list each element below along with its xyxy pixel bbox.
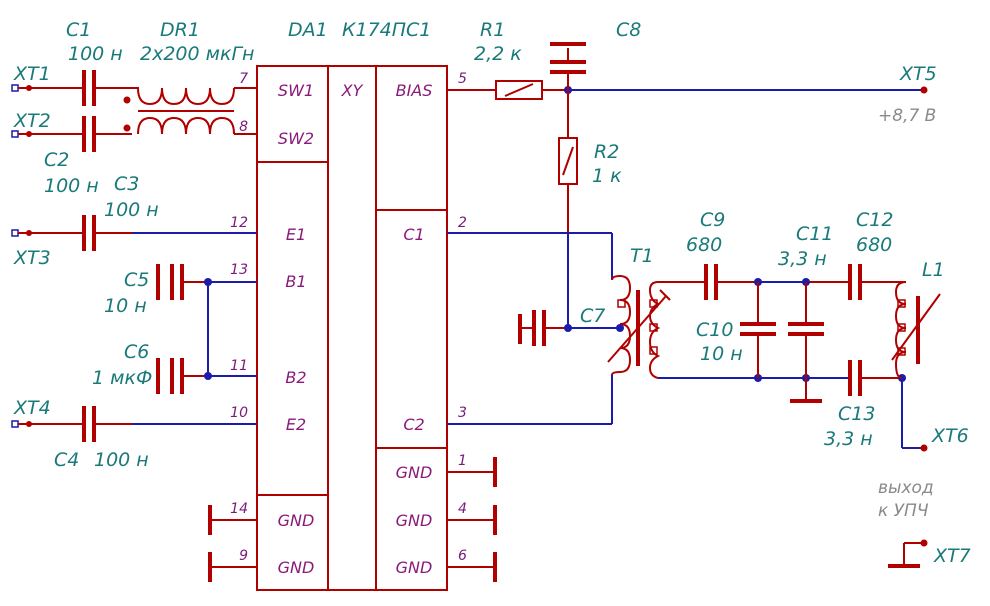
supply-voltage-note: +8,7 В: [878, 106, 936, 126]
c12-name: C12: [856, 209, 893, 231]
c6-value: 1 мкФ: [92, 367, 152, 389]
ic-name: DA1: [288, 19, 328, 41]
dr1-name: DR1: [160, 19, 200, 41]
pin-num-10: 10: [230, 405, 248, 421]
pin-num-6: 6: [458, 548, 467, 564]
transformer-t1: T1: [607, 245, 671, 379]
output-note-line2: к УПЧ: [878, 501, 929, 521]
bias-network: R1 2,2 к C8 XT5 +8,7 В R2 1 к: [447, 19, 937, 328]
pin-label-bias: BIAS: [396, 81, 433, 100]
c7-name: C7: [580, 305, 605, 327]
connector-xt3-label: XT3: [13, 247, 51, 269]
pin-label-c1: C1: [403, 225, 424, 244]
pin-num-2: 2: [458, 215, 467, 231]
pin-num-3: 3: [458, 405, 467, 421]
c10-value: 10 н: [700, 343, 743, 365]
pin-label-gnd6: GND: [396, 558, 433, 577]
c11-name: C11: [796, 223, 833, 245]
t1-name: T1: [630, 245, 654, 267]
pin-num-7: 7: [239, 71, 248, 87]
pin-label-c2: C2: [403, 415, 424, 434]
dr1-value: 2x200 мкГн: [140, 43, 254, 65]
mixer-outputs: [447, 232, 613, 425]
c13-value: 3,3 н: [824, 428, 873, 450]
r1-name: R1: [480, 19, 505, 41]
l1-name: L1: [922, 259, 945, 281]
connector-xt4-label: XT4: [13, 397, 51, 419]
output-note-line1: выход: [878, 478, 934, 498]
r2-value: 1 к: [592, 165, 622, 187]
c2-value: 100 н: [44, 175, 99, 197]
c12-value: 680: [856, 234, 892, 256]
input-xt4: XT4 C4 100 н: [11, 397, 257, 471]
c1-value: 100 н: [68, 43, 123, 65]
c9-name: C9: [700, 209, 725, 231]
connector-xt1-pin: [11, 84, 19, 92]
r1-value: 2,2 к: [474, 43, 522, 65]
bypass-c7: C7: [518, 305, 620, 346]
connector-xt7-label: XT7: [933, 545, 971, 567]
pin-label-b1: B1: [285, 272, 306, 291]
pin-num-14: 14: [230, 501, 248, 517]
c3-name: C3: [114, 173, 139, 195]
ic-da1: DA1 К174ПС1 XY SW1 SW2 E1 B1 B2 E2 GND G…: [230, 19, 467, 591]
connector-xt1-label: XT1: [13, 63, 51, 85]
pin-label-sw2: SW2: [278, 129, 314, 148]
c3-value: 100 н: [104, 199, 159, 221]
c4-value: 100 н: [94, 449, 149, 471]
c13-name: C13: [838, 403, 875, 425]
left-ground-pins: [208, 505, 257, 582]
pin-label-b2: B2: [285, 368, 306, 387]
pin-label-gnd14: GND: [278, 511, 315, 530]
output-ground-xt7: выход к УПЧ XT7: [878, 478, 971, 568]
pin-num-11: 11: [230, 358, 248, 374]
output-filter: C9 680 C11 3,3 н C12 680 C10 10 н C13 3,…: [658, 209, 969, 452]
pin-label-sw1: SW1: [278, 81, 314, 100]
bypass-c5-c6: C5 10 н C6 1 мкФ: [92, 264, 257, 394]
pin-num-1: 1: [458, 453, 467, 469]
connector-xt2-label: XT2: [13, 110, 51, 132]
c1-name: C1: [66, 19, 91, 41]
connector-xt5-label: XT5: [899, 63, 937, 85]
input-xt1-xt2: XT1 XT2 C1 100 н C2 100 н DR1 2x200 мкГн: [11, 19, 257, 197]
c11-value: 3,3 н: [778, 248, 827, 270]
inductor-dr1: [123, 87, 257, 135]
input-xt3: XT3 C3 100 н: [11, 173, 257, 269]
r2-name: R2: [594, 141, 619, 163]
c5-value: 10 н: [104, 295, 147, 317]
ic-center-label: XY: [341, 81, 364, 100]
pin-num-12: 12: [230, 215, 248, 231]
pin-num-9: 9: [239, 548, 248, 564]
c10-name: C10: [696, 319, 733, 341]
pin-num-4: 4: [458, 501, 467, 517]
pin-label-gnd1: GND: [396, 463, 433, 482]
pin-num-13: 13: [230, 262, 248, 278]
pin-label-e2: E2: [286, 415, 306, 434]
connector-xt6-label: XT6: [931, 425, 969, 447]
pin-label-gnd9: GND: [278, 558, 315, 577]
pin-num-5: 5: [458, 71, 467, 87]
c5-name: C5: [124, 269, 149, 291]
c8-name: C8: [616, 19, 641, 41]
pin-num-8: 8: [239, 119, 248, 135]
pin-label-gnd4: GND: [396, 511, 433, 530]
c9-value: 680: [686, 234, 722, 256]
right-ground-pins: [447, 457, 497, 582]
c2-name: C2: [44, 149, 69, 171]
c4-name: C4: [54, 449, 79, 471]
pin-label-e1: E1: [286, 225, 306, 244]
c6-name: C6: [124, 341, 149, 363]
ic-part: К174ПС1: [342, 19, 431, 41]
